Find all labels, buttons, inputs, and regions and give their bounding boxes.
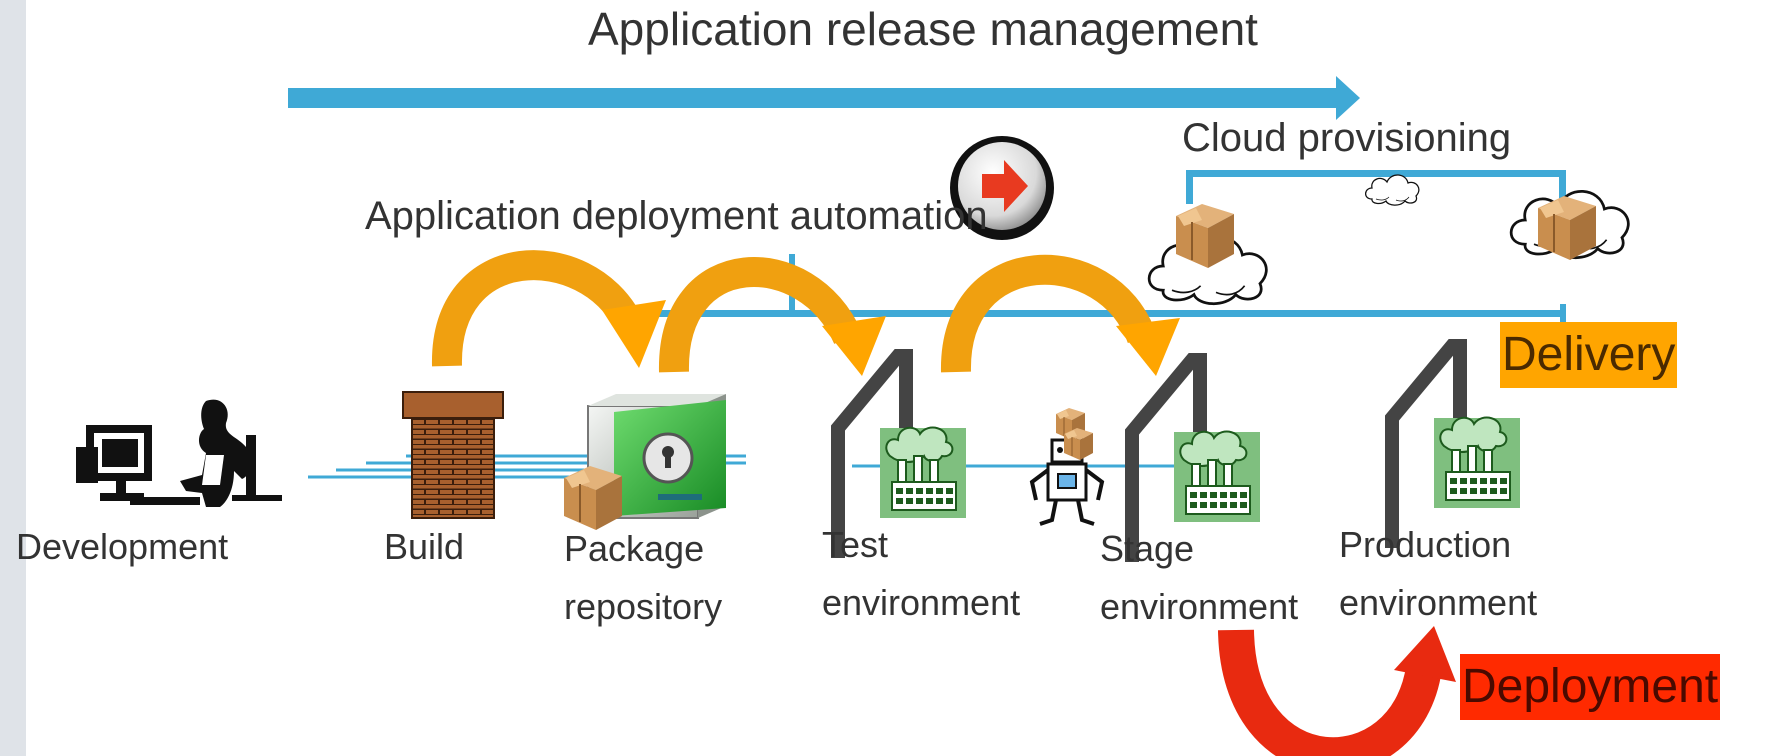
test-environment-label-line2: environment [822, 582, 1021, 623]
delivery-badge: Delivery [1500, 322, 1678, 388]
developer-icon [76, 399, 282, 507]
deployment-arrow [1218, 626, 1456, 756]
release-management-title: Application release management [588, 3, 1258, 55]
production-environment-label-line1: Production [1339, 524, 1512, 565]
release-management-arrow [288, 76, 1360, 120]
next-arrow-button-icon[interactable] [950, 136, 1054, 240]
slide: Application release management Applicati… [16, 0, 1787, 756]
small-cloud-icon [1364, 174, 1420, 206]
cloud-provisioning-bracket [1186, 170, 1566, 204]
deployment-badge: Deployment [1460, 654, 1721, 720]
orange-arrows [431, 250, 1157, 373]
production-cloud-icon [1509, 189, 1630, 261]
development-label: Development [16, 526, 229, 567]
test-environment-label-line1: Test [822, 524, 889, 565]
build-chimney-icon [402, 391, 504, 519]
build-label: Build [384, 526, 465, 567]
orange-arrowheads [602, 300, 1180, 376]
deployment-automation-title: Application deployment automation [365, 194, 988, 238]
diagram-canvas [76, 76, 1630, 756]
stage-environment-label-line2: environment [1100, 586, 1299, 627]
test-cloud-icon [1147, 203, 1268, 306]
safe-vault-icon [587, 394, 726, 519]
production-environment-label-line2: environment [1339, 582, 1538, 623]
package-repository-label-line2: repository [564, 586, 723, 627]
cloud-provisioning-title: Cloud provisioning [1182, 116, 1512, 160]
package-repository-label-line1: Package [564, 528, 705, 569]
stage-environment-label-line1: Stage [1100, 528, 1195, 569]
